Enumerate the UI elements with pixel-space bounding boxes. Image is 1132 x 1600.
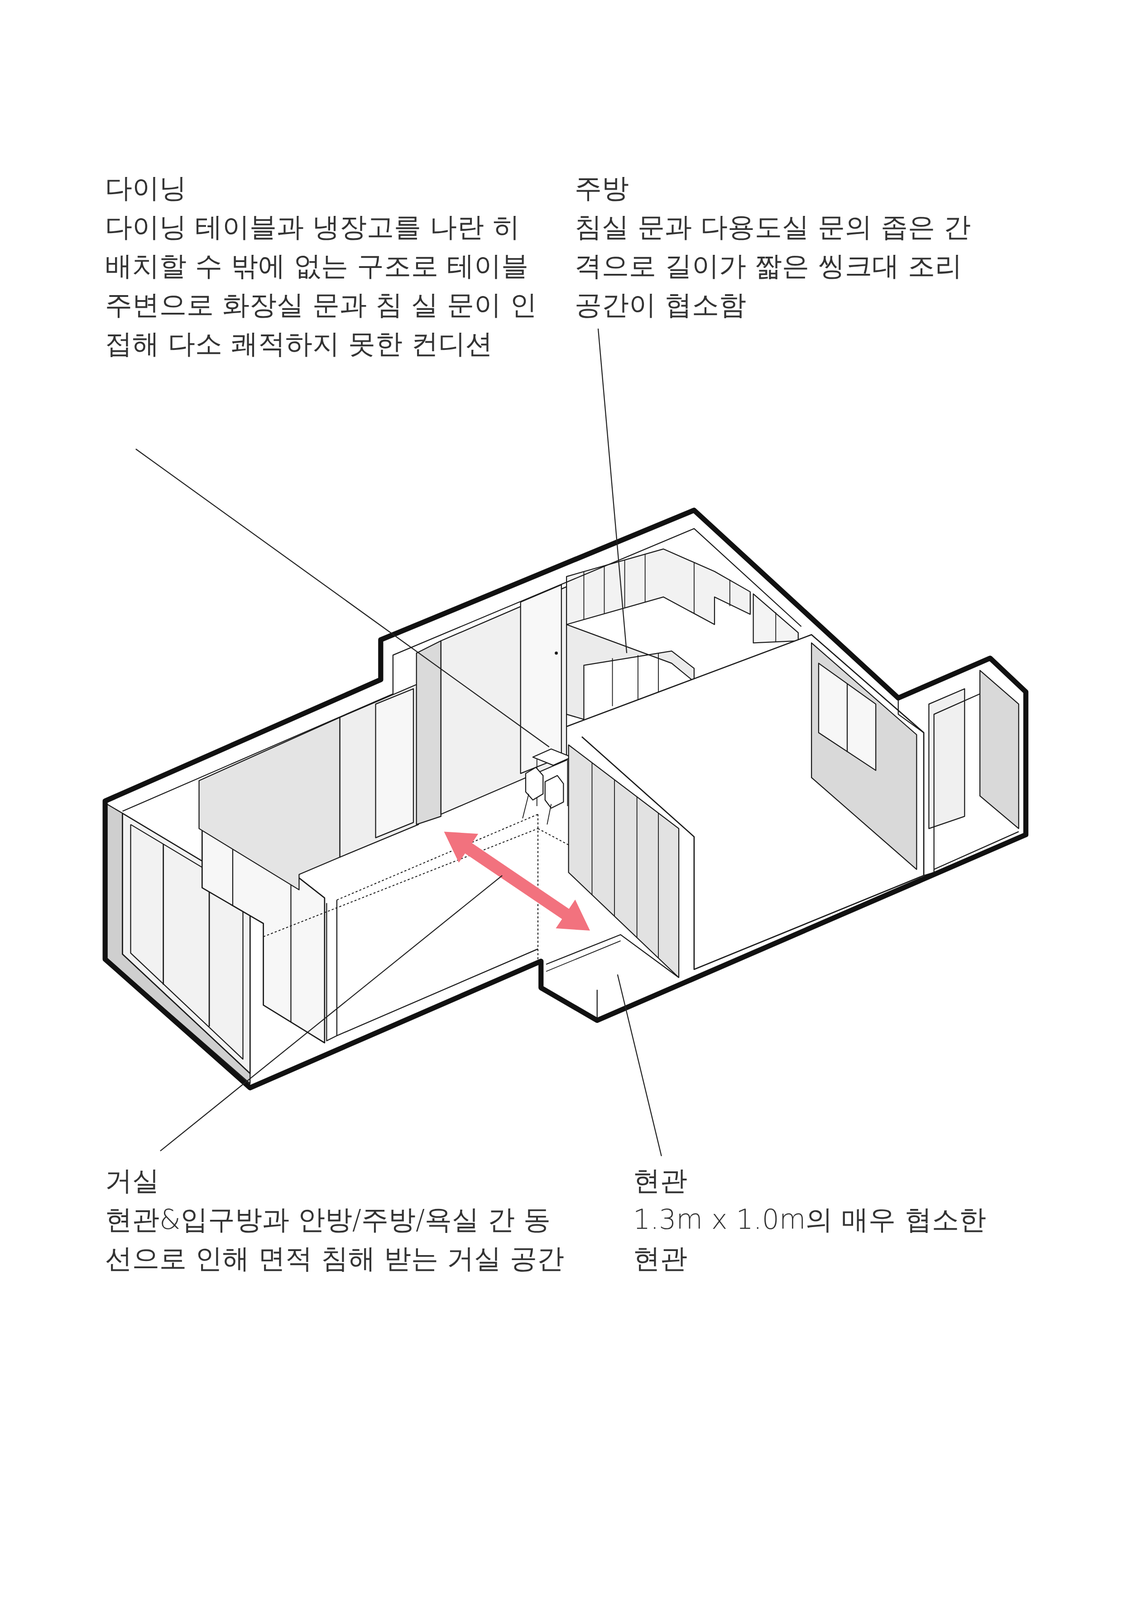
entrance-step [546, 935, 679, 979]
wall-top-line [336, 949, 538, 1037]
wall-top-line [122, 528, 802, 812]
wall-top-line [934, 831, 1019, 870]
wall-top-line [898, 698, 924, 734]
upper-cabinet [566, 549, 751, 625]
entrance-edge [596, 990, 598, 1019]
cabinet-line [604, 566, 605, 614]
wall-top-line [923, 694, 980, 876]
door [375, 689, 414, 839]
chair-leg [522, 794, 529, 819]
outer-wall [105, 510, 1026, 1089]
chair-leg [546, 804, 552, 826]
cabinet-line [637, 655, 639, 701]
leader-line [598, 328, 627, 654]
callout-text: 침실 문과 다용도실 문의 좁은 간격으로 길이가 짧은 씽크대 조리 공간이 … [574, 207, 992, 325]
callout-heading: 다이닝 [105, 168, 540, 208]
callout-text: 현관&입구방과 안방/주방/욕실 간 동선으로 인해 면적 침해 받는 거실 공… [105, 1200, 576, 1279]
window-mullion [162, 844, 164, 985]
back-wall [199, 717, 341, 891]
cabinet-line [624, 560, 626, 609]
cabinet-line [644, 554, 646, 603]
window-mullion [846, 684, 848, 753]
entrance-step [546, 941, 621, 973]
table-leg [566, 759, 568, 807]
shelf-line [657, 813, 659, 959]
wall-top-line [326, 900, 337, 1041]
leader-line [135, 449, 550, 748]
wall-column [416, 641, 442, 826]
callout-heading: 거실 [105, 1161, 576, 1201]
window-mullion [208, 871, 211, 1027]
area-line [263, 829, 538, 938]
cabinet-line [729, 580, 731, 607]
door-knob [554, 652, 558, 656]
cabinet-line [693, 562, 695, 614]
cabinet-line [583, 571, 585, 620]
shelf-line [613, 780, 615, 917]
bedroom-window [818, 663, 876, 771]
wall-face [979, 670, 1019, 829]
shelf-line [591, 762, 593, 896]
callout-heading: 현관 [633, 1161, 1009, 1201]
wall-column [340, 684, 419, 858]
leader-line [617, 974, 662, 1157]
area-line [537, 829, 569, 846]
leader-line [160, 875, 503, 1152]
callout-text: 1.3m x 1.0m의 매우 협소한 현관 [633, 1200, 1009, 1279]
callout-text: 다이닝 테이블과 냉장고를 나란 히 배치할 수 밖에 없는 구조로 테이블 주… [105, 207, 540, 364]
area-line [336, 814, 538, 901]
circulation-arrow [444, 831, 590, 931]
dining-table [532, 749, 572, 766]
cabinet-line [612, 658, 614, 707]
window-mullion [290, 872, 292, 1023]
door [520, 585, 562, 774]
bedroom-wall [566, 634, 924, 970]
chair [545, 775, 564, 809]
bedroom-wall-face [811, 642, 917, 870]
cabinet-line [657, 653, 659, 695]
shelf-line [636, 797, 638, 939]
window-mullion [775, 612, 777, 643]
callout-heading: 주방 [574, 168, 992, 208]
